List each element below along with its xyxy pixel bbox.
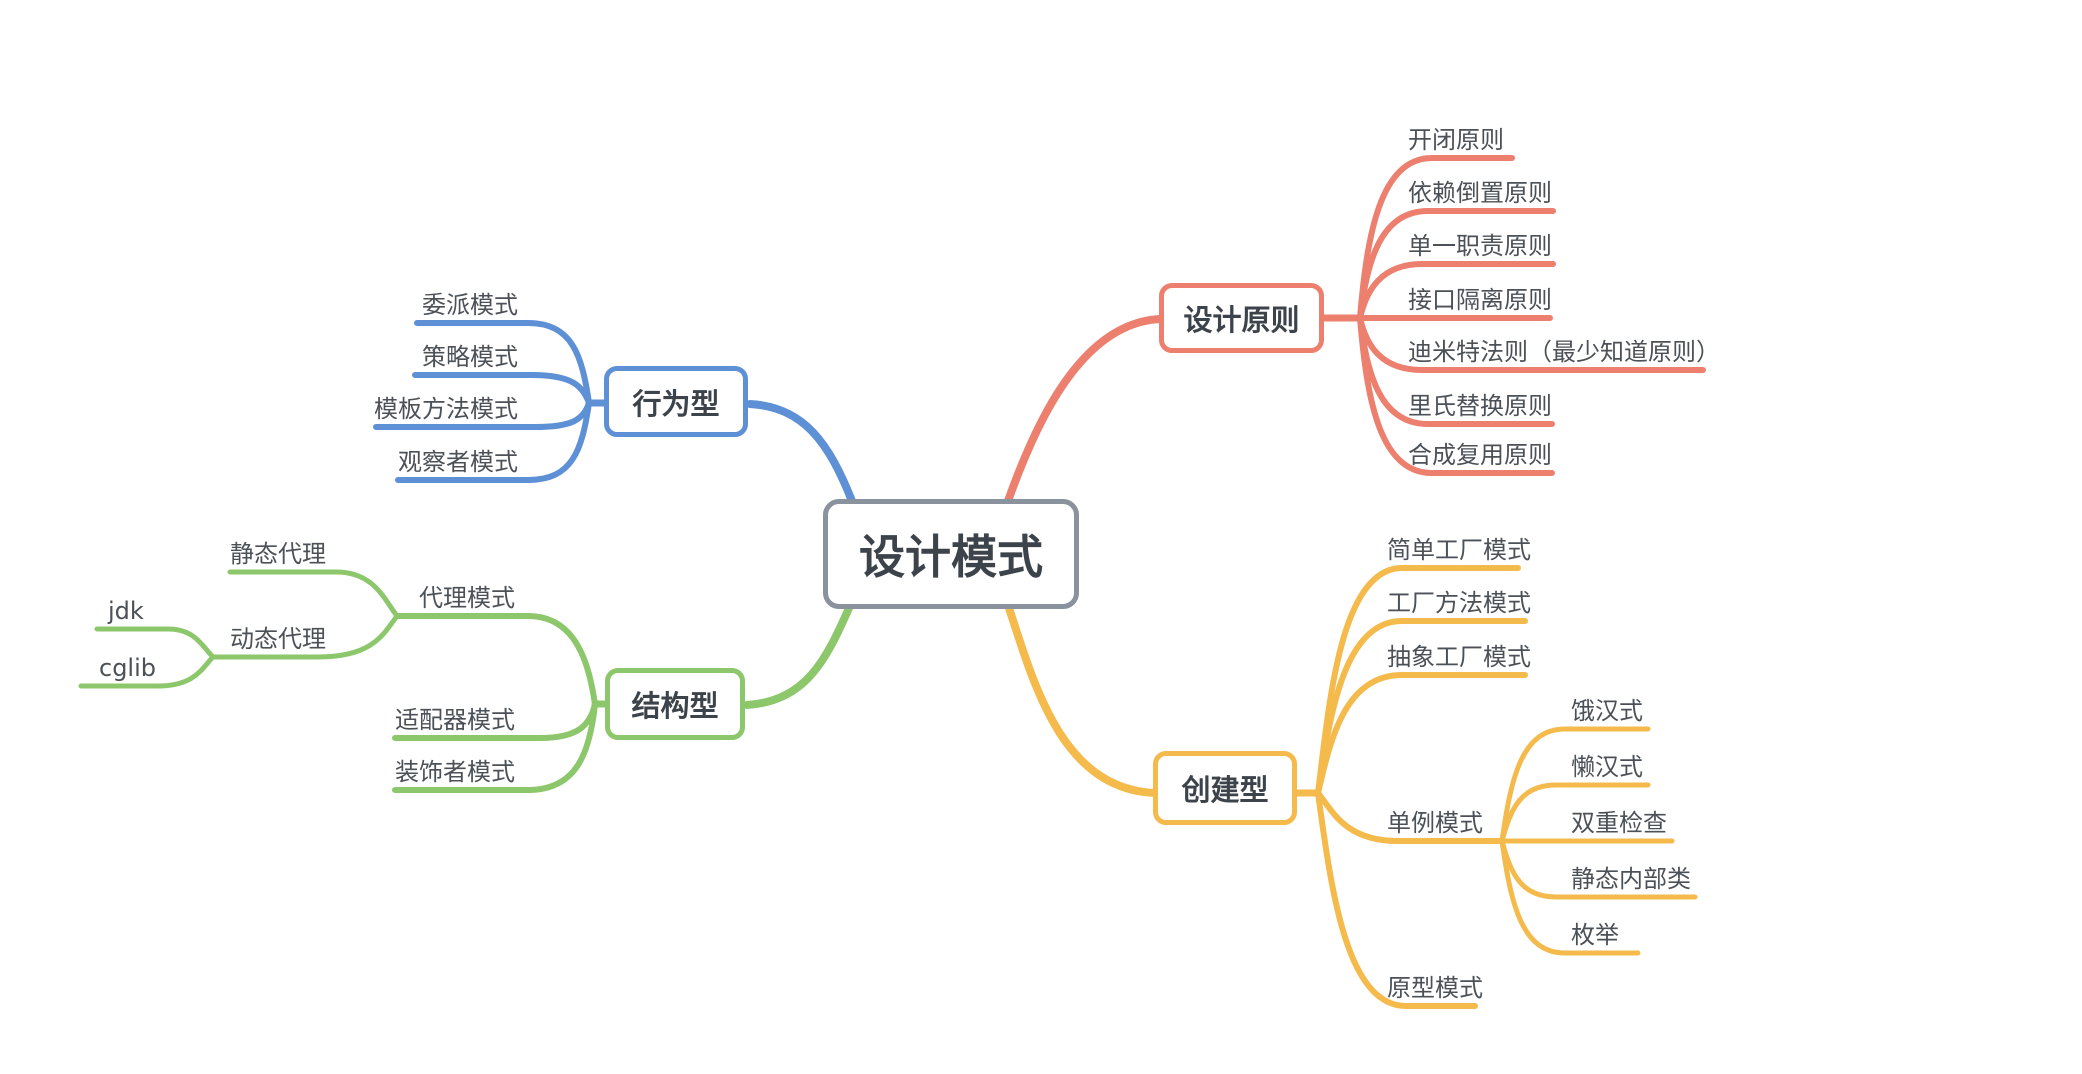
node-abstract-factory-pattern[interactable]: 抽象工厂模式 bbox=[1387, 643, 1531, 671]
connector-prototype bbox=[1315, 790, 1478, 1009]
node-double-check[interactable]: 双重检查 bbox=[1571, 809, 1667, 837]
node-singleton-pattern[interactable]: 单例模式 bbox=[1387, 809, 1483, 837]
connector-observer bbox=[395, 400, 592, 483]
connector-singleton bbox=[1315, 790, 1505, 844]
connector-root-behavioral bbox=[746, 400, 856, 505]
connector-abstract-factory bbox=[1315, 672, 1528, 796]
connector-decorator bbox=[392, 701, 598, 793]
node-proxy-pattern[interactable]: 代理模式 bbox=[419, 584, 515, 612]
node-dynamic-proxy[interactable]: 动态代理 bbox=[230, 625, 326, 653]
connector-root-structural bbox=[743, 604, 853, 709]
node-prototype-pattern[interactable]: 原型模式 bbox=[1387, 974, 1483, 1002]
node-interface-segregation-principle[interactable]: 接口隔离原则 bbox=[1408, 286, 1552, 314]
node-delegate-pattern[interactable]: 委派模式 bbox=[422, 291, 518, 319]
node-single-responsibility-principle[interactable]: 单一职责原则 bbox=[1408, 232, 1552, 260]
connector-strategy bbox=[412, 372, 592, 406]
connector-single-responsibility bbox=[1357, 261, 1556, 321]
node-static-proxy[interactable]: 静态代理 bbox=[230, 540, 326, 568]
node-structural[interactable]: 结构型 bbox=[605, 668, 745, 740]
node-dependency-inversion-principle[interactable]: 依赖倒置原则 bbox=[1408, 179, 1552, 207]
node-strategy-pattern[interactable]: 策略模式 bbox=[422, 343, 518, 371]
node-adapter-pattern[interactable]: 适配器模式 bbox=[395, 706, 515, 734]
connector-lazy-singleton bbox=[1499, 782, 1651, 844]
node-jdk[interactable]: jdk bbox=[108, 597, 144, 625]
connector-static-proxy bbox=[227, 569, 400, 619]
node-eager-singleton[interactable]: 饿汉式 bbox=[1571, 697, 1643, 725]
connector-composite-reuse bbox=[1357, 315, 1555, 476]
node-composite-reuse-principle[interactable]: 合成复用原则 bbox=[1408, 441, 1552, 469]
connector-enum bbox=[1499, 838, 1641, 956]
connector-dynamic-proxy bbox=[210, 613, 400, 660]
connector-eager-singleton bbox=[1499, 726, 1651, 844]
node-template-method-pattern[interactable]: 模板方法模式 bbox=[374, 395, 518, 423]
node-enum[interactable]: 枚举 bbox=[1571, 921, 1619, 949]
connector-cglib bbox=[78, 654, 216, 689]
node-liskov-substitution-principle[interactable]: 里氏替换原则 bbox=[1408, 392, 1552, 420]
node-design-principles[interactable]: 设计原则 bbox=[1159, 283, 1324, 353]
connector-dependency-inversion bbox=[1357, 208, 1556, 321]
node-behavioral[interactable]: 行为型 bbox=[604, 366, 748, 437]
node-factory-method-pattern[interactable]: 工厂方法模式 bbox=[1387, 589, 1531, 617]
node-cglib[interactable]: cglib bbox=[99, 654, 156, 682]
node-decorator-pattern[interactable]: 装饰者模式 bbox=[395, 758, 515, 786]
connector-proxy bbox=[394, 613, 598, 707]
node-law-of-demeter[interactable]: 迪米特法则（最少知道原则） bbox=[1408, 338, 1720, 366]
connector-jdk bbox=[94, 626, 216, 660]
node-static-inner-class[interactable]: 静态内部类 bbox=[1571, 865, 1691, 893]
node-root-design-patterns[interactable]: 设计模式 bbox=[823, 499, 1079, 609]
node-lazy-singleton[interactable]: 懒汉式 bbox=[1571, 753, 1643, 781]
node-simple-factory-pattern[interactable]: 简单工厂模式 bbox=[1387, 536, 1531, 564]
connector-root-creational bbox=[1005, 604, 1159, 797]
connector-root-principles bbox=[1004, 315, 1163, 505]
connector-delegate bbox=[414, 320, 592, 406]
node-observer-pattern[interactable]: 观察者模式 bbox=[398, 448, 518, 476]
node-open-closed-principle[interactable]: 开闭原则 bbox=[1408, 126, 1504, 154]
node-creational[interactable]: 创建型 bbox=[1153, 751, 1297, 825]
